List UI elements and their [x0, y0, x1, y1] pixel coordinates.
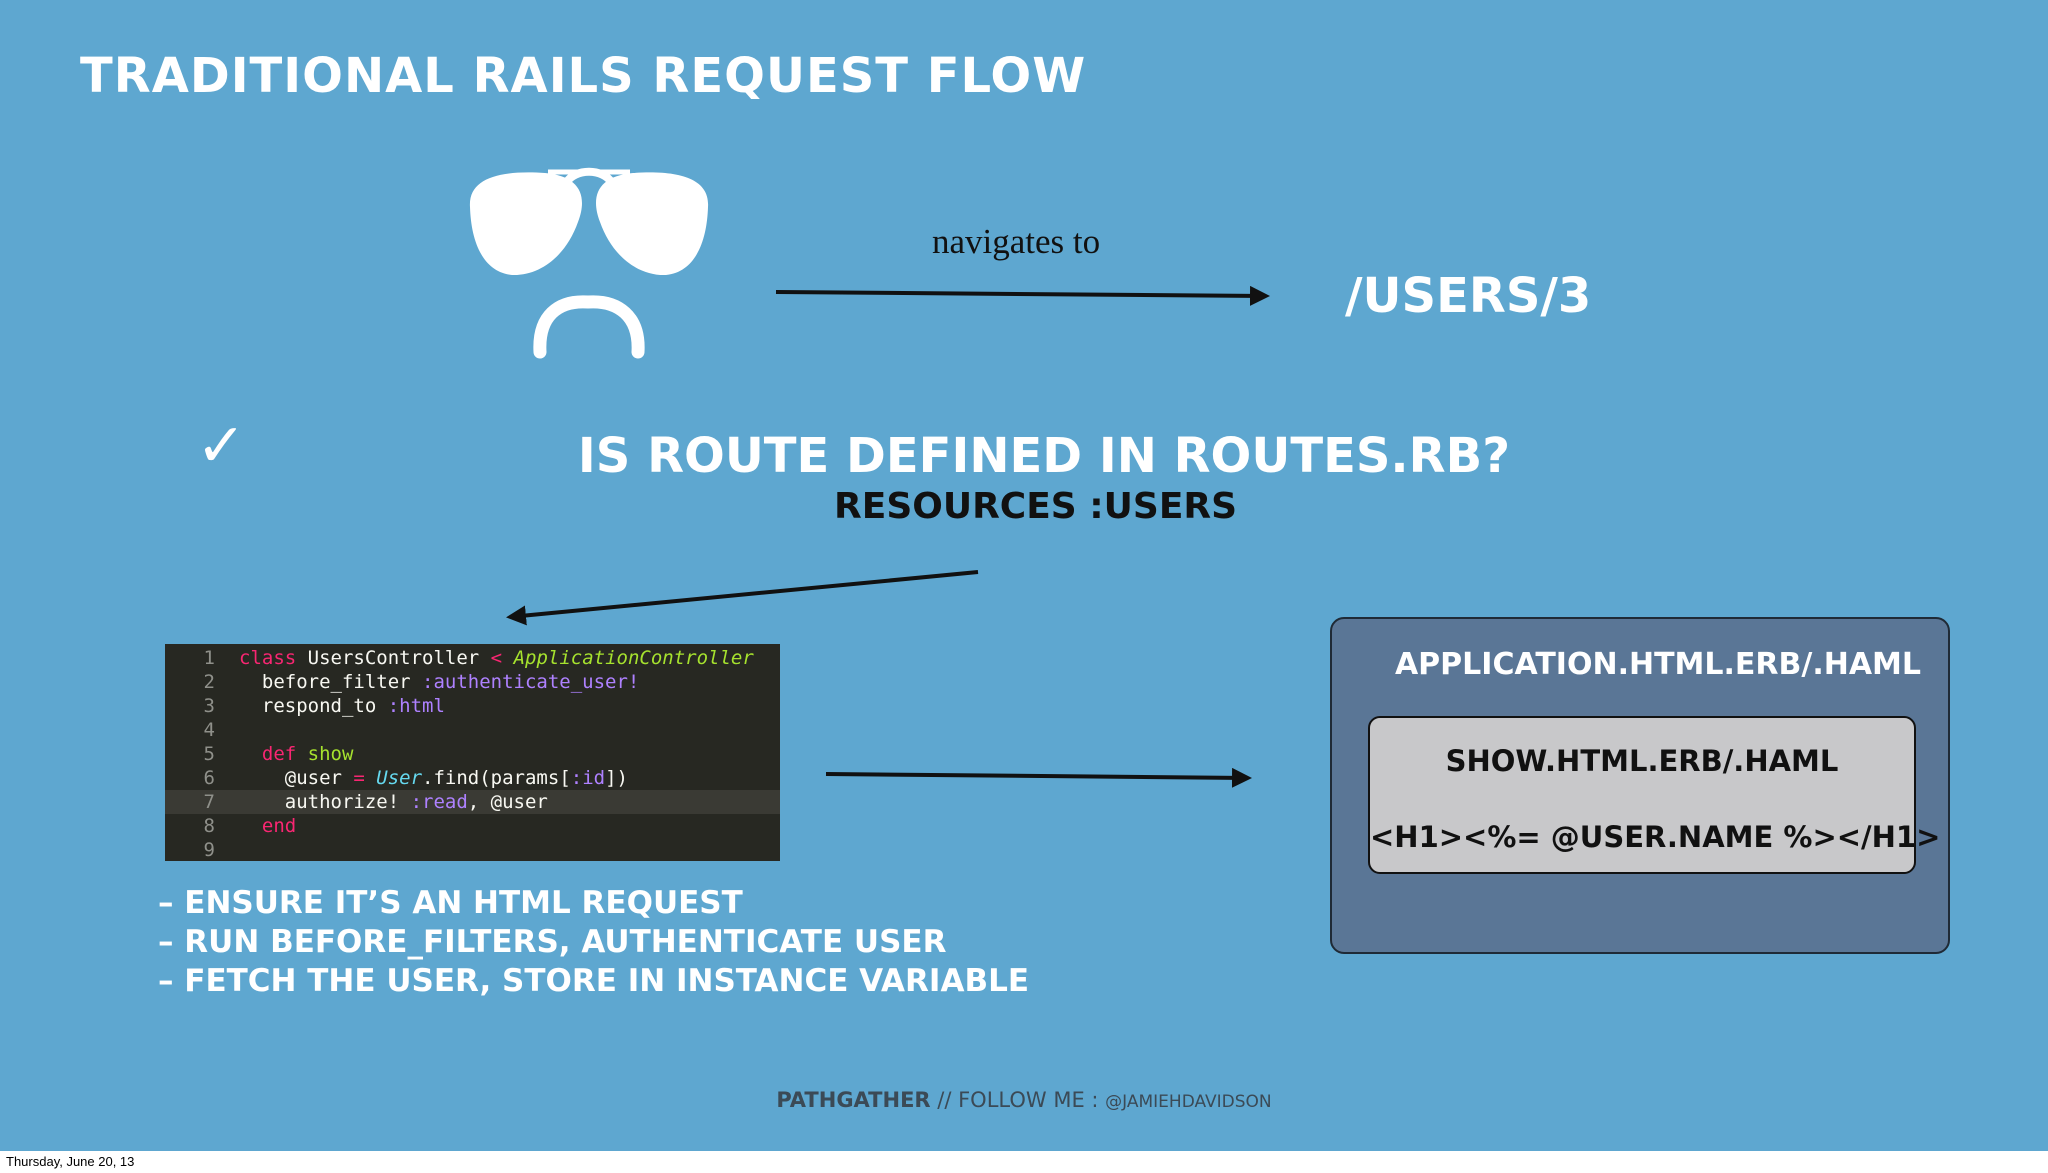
mustache-icon [533, 295, 645, 359]
line-number: 4 [203, 719, 215, 741]
code-token: :id [570, 767, 606, 789]
view-template-label: SHOW.HTML.ERB/.HAML [1445, 744, 1839, 778]
line-number: 5 [203, 743, 215, 765]
print-date: Thursday, June 20, 13 [6, 1154, 135, 1169]
code-line: 3 respond_to :html [165, 694, 780, 718]
code-token: respond_to [239, 695, 388, 717]
code-token: < [490, 647, 514, 669]
view-template-box: SHOW.HTML.ERB/.HAML <H1><%= @USER.NAME %… [1368, 716, 1941, 874]
controller-code-snippet: 1 class UsersController < ApplicationCont… [165, 644, 780, 861]
line-number: 9 [203, 839, 215, 861]
code-token: def [239, 743, 308, 765]
footer: PATHGATHER // FOLLOW ME : @JAMIEHDAVIDSO… [0, 1088, 2048, 1112]
code-token: authorize! [239, 791, 411, 813]
footer-brand: PATHGATHER [776, 1088, 931, 1112]
line-number: 3 [203, 695, 215, 717]
code-token: :html [387, 695, 445, 717]
bullet-item: – FETCH THE USER, STORE IN INSTANCE VARI… [158, 963, 1029, 999]
code-line: 4 [165, 718, 780, 742]
code-token: end [239, 815, 297, 837]
navigates-label: navigates to [932, 222, 1101, 261]
view-template-code: <H1><%= @USER.NAME %></H1> [1370, 820, 1941, 854]
code-line: 6 @user = User.find(params[:id]) [165, 766, 780, 790]
code-token: .find(params[ [422, 767, 571, 789]
code-line: 5 def show [165, 742, 780, 766]
code-token: :read [410, 791, 468, 813]
layout-template-box: APPLICATION.HTML.ERB/.HAML SHOW.HTML.ERB… [1330, 617, 1950, 954]
code-line: 7 authorize! :read, @user [165, 790, 780, 814]
route-question: IS ROUTE DEFINED IN ROUTES.RB? [577, 428, 1511, 484]
layout-template-label: APPLICATION.HTML.ERB/.HAML [1394, 647, 1922, 682]
route-answer: RESOURCES :USERS [834, 486, 1238, 527]
route-arrow [506, 570, 979, 626]
code-token: class [239, 647, 308, 669]
bullet-item: – ENSURE IT’S AN HTML REQUEST [158, 885, 743, 921]
footer-separator: // FOLLOW ME : [930, 1088, 1106, 1112]
render-arrow [825, 767, 1252, 788]
checkmark-icon: ✓ [196, 411, 247, 481]
navigate-arrow [775, 285, 1270, 306]
code-token: , @user [467, 791, 548, 813]
line-number: 7 [203, 791, 215, 813]
code-line: 9 [165, 838, 780, 862]
slide-title: TRADITIONAL RAILS REQUEST FLOW [80, 48, 1087, 104]
code-line: 1 class UsersController < ApplicationCont… [165, 646, 780, 670]
bullet-item: – RUN BEFORE_FILTERS, AUTHENTICATE USER [158, 924, 947, 960]
aviator-sunglasses-icon [469, 167, 709, 276]
line-number: 8 [203, 815, 215, 837]
code-token: @user [239, 767, 354, 789]
code-line: 8 end [165, 814, 780, 838]
footer-handle: @JAMIEHDAVIDSON [1105, 1092, 1272, 1112]
code-token: UsersController [307, 647, 491, 669]
line-number: 1 [203, 647, 215, 669]
code-line: 2 before_filter :authenticate_user! [165, 670, 780, 694]
line-number: 6 [203, 767, 215, 789]
code-token: :authenticate_user! [422, 671, 640, 693]
line-number: 2 [203, 671, 215, 693]
code-token: = [353, 767, 377, 789]
code-token: ApplicationController [513, 647, 754, 669]
controller-bullets: – ENSURE IT’S AN HTML REQUEST– RUN BEFOR… [158, 884, 1029, 1001]
code-token: before_filter [239, 671, 423, 693]
code-token: ]) [605, 767, 628, 789]
code-token: show [307, 743, 354, 765]
code-token: User [376, 767, 423, 789]
url-path: /USERS/3 [1345, 268, 1592, 324]
